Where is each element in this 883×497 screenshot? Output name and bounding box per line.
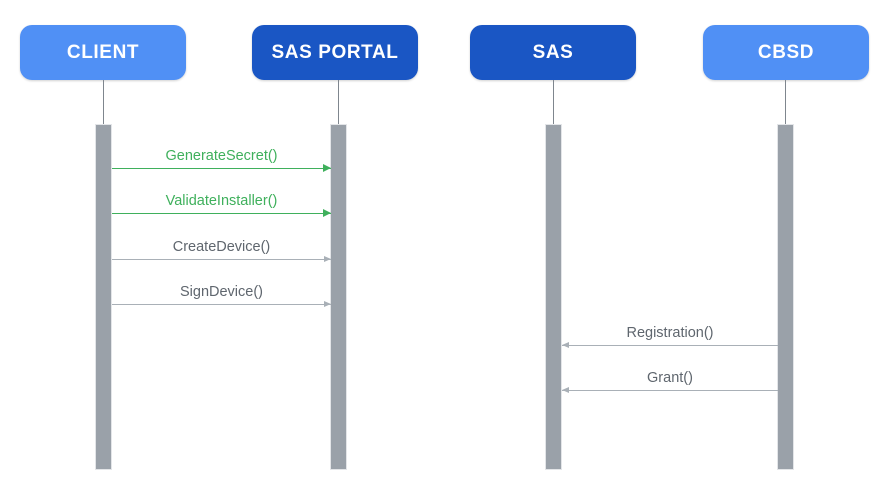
- message-line-generate-secret: [112, 168, 331, 169]
- arrowhead-right-icon-validate-installer: [323, 209, 331, 217]
- actor-box-sas[interactable]: SAS: [470, 25, 636, 80]
- message-label-validate-installer: ValidateInstaller(): [165, 193, 278, 209]
- message-line-sign-device: [112, 304, 331, 305]
- message-line-create-device: [112, 259, 331, 260]
- actor-label-cbsd: CBSD: [757, 41, 815, 63]
- arrowhead-left-icon-grant: [562, 387, 569, 393]
- lifeline-sas-portal: [338, 80, 339, 124]
- message-label-create-device: CreateDevice(): [172, 239, 271, 255]
- activation-bar-cbsd: [777, 124, 794, 470]
- activation-bar-sas: [545, 124, 562, 470]
- actor-box-client[interactable]: CLIENT: [20, 25, 186, 80]
- arrowhead-right-icon-generate-secret: [323, 164, 331, 172]
- message-label-generate-secret: GenerateSecret(): [165, 148, 278, 164]
- activation-bar-client: [95, 124, 112, 470]
- activation-bar-sas-portal: [330, 124, 347, 470]
- message-label-grant: Grant(): [647, 370, 693, 386]
- actor-label-sas-portal: SAS PORTAL: [271, 41, 399, 63]
- message-line-registration: [562, 345, 778, 346]
- lifeline-cbsd: [785, 80, 786, 124]
- message-label-registration: Registration(): [626, 325, 714, 341]
- actor-box-sas-portal[interactable]: SAS PORTAL: [252, 25, 418, 80]
- message-line-grant: [562, 390, 778, 391]
- arrowhead-right-icon-sign-device: [324, 301, 331, 307]
- lifeline-sas: [553, 80, 554, 124]
- message-line-validate-installer: [112, 213, 331, 214]
- lifeline-client: [103, 80, 104, 124]
- arrowhead-right-icon-create-device: [324, 256, 331, 262]
- actor-box-cbsd[interactable]: CBSD: [703, 25, 869, 80]
- arrowhead-left-icon-registration: [562, 342, 569, 348]
- actor-label-sas: SAS: [532, 41, 574, 63]
- message-label-sign-device: SignDevice(): [180, 284, 263, 300]
- actor-label-client: CLIENT: [66, 41, 140, 63]
